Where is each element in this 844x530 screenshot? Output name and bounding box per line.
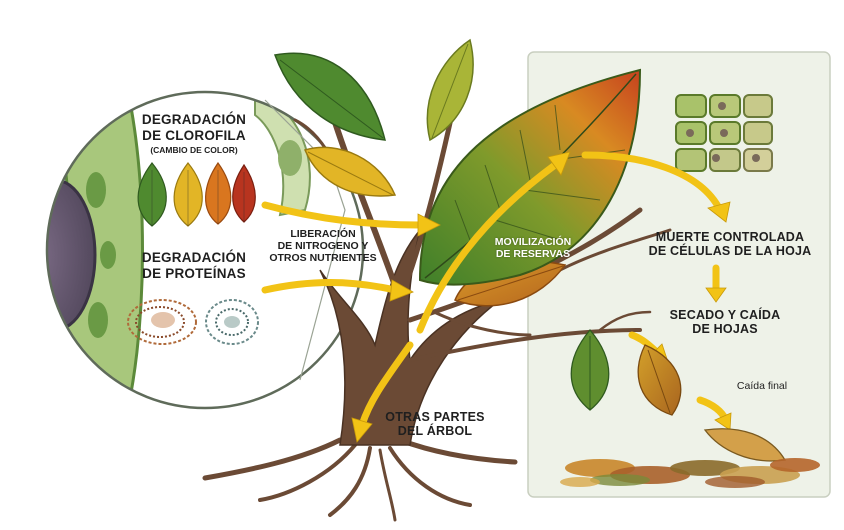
drying-fall-label: SECADO Y CAÍDA DE HOJAS [650, 308, 800, 337]
drying-line-2: DE HOJAS [692, 322, 758, 337]
zoom-cone [264, 99, 346, 381]
other-parts-line-1: OTRAS PARTES [385, 410, 485, 424]
nitrogen-line-1: LIBERACIÓN [290, 228, 356, 240]
leaf-pile [560, 458, 820, 488]
other-parts-label: OTRAS PARTES DEL ÁRBOL [380, 410, 490, 439]
chlorophyll-subtitle: (CAMBIO DE COLOR) [150, 145, 238, 155]
controlled-death-label: MUERTE CONTROLADA DE CÉLULAS DE LA HOJA [640, 230, 820, 259]
other-parts-line-2: DEL ÁRBOL [397, 424, 473, 439]
leaf-cells-illustration [675, 94, 773, 172]
nutrient-flow-arrows [261, 151, 730, 429]
tree-roots [202, 437, 518, 522]
drying-line-1: SECADO Y CAÍDA [669, 308, 781, 322]
death-line-1: MUERTE CONTROLADA [655, 230, 805, 244]
mobilization-line-1: MOVILIZACIÓN [494, 236, 572, 248]
nitrogen-line-2: DE NITROGENO Y [277, 240, 369, 253]
nitrogen-line-3: OTROS NUTRIENTES [269, 252, 377, 265]
protein-title-line-2: DE PROTEÍNAS [142, 265, 246, 281]
chlorophyll-title-line-2: DE CLOROFILA [142, 127, 246, 143]
death-line-2: DE CÉLULAS DE LA HOJA [648, 244, 812, 259]
mobilization-label: MOVILIZACIÓN DE RESERVAS [478, 236, 588, 260]
chlorophyll-title-line-1: DEGRADACIÓN [141, 112, 247, 127]
protein-title-line-1: DEGRADACIÓN [141, 250, 247, 265]
falling-leaves [570, 328, 787, 462]
color-change-leaves [137, 161, 256, 227]
nitrogen-release-label: LIBERACIÓN DE NITROGENO Y OTROS NUTRIENT… [258, 228, 388, 264]
final-fall-label: Caída final [736, 380, 788, 392]
chlorophyll-title: DEGRADACIÓN DE CLOROFILA [134, 112, 254, 143]
mobilization-line-2: DE RESERVAS [495, 248, 571, 261]
protein-clusters [127, 299, 259, 345]
protein-title: DEGRADACIÓN DE PROTEÍNAS [134, 250, 254, 281]
